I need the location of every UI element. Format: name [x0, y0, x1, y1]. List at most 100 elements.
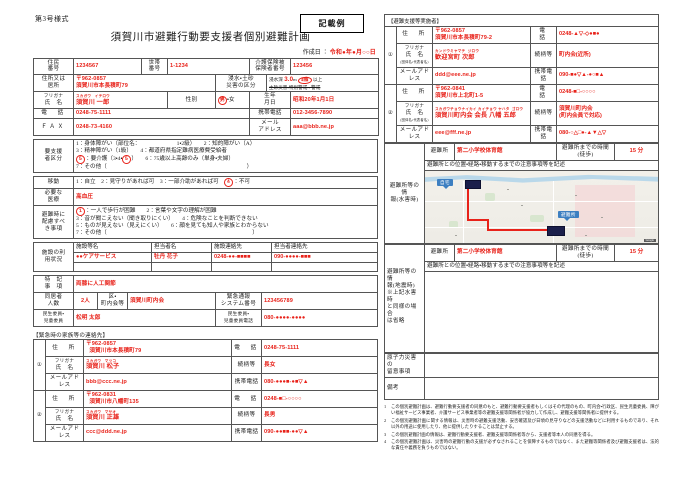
consideration-line-2: 3：音が聞こえない（聞き取りにくい） 4：危険なことを判断できない [76, 216, 258, 223]
welfare-commissioner-value: 松明 太郎 [73, 309, 216, 328]
home-callout: 自宅 [437, 178, 453, 190]
evacuation-route-map[interactable]: 自宅 避難所 Google [425, 170, 658, 243]
flood-depth-suffix: 以上 [313, 77, 323, 83]
table-row: ●●ケアサービス 牡丹 花子 0248-●●-■■■■ 090-●●●●-■■■ [34, 252, 378, 264]
mobility-table: 移動 1：自立 2：見守りがあれば可 3：一部介助があれば可 4：不可 必要な … [33, 176, 378, 240]
nuclear-value[interactable] [424, 352, 659, 378]
table-row: フリガナ 氏 名 スカガワ イチロウ 須賀川 一郎 性別 男・女 生年 月日 昭… [33, 91, 380, 110]
created-date-value: 令和●年●月○○日 [329, 50, 376, 56]
supporter-entry-no-1: ② [384, 83, 397, 143]
fax-value: 0248-73-4160 [73, 118, 250, 137]
supporter-entry-no-0: ① [384, 26, 397, 85]
supporter-mobile-value-1: 080-○△□●-▲▼△▽ [556, 124, 659, 143]
facility-person-tel-1 [271, 262, 378, 273]
family-address-label-1: 住 所 [45, 390, 84, 408]
created-date: 作成日 ： 令和●年●月○○日 [33, 47, 376, 56]
table-row: 避難所等の情 報(地震時) ※上記水害時 と同様の場合 は省略 避難所 第二小学… [384, 243, 659, 353]
route-segment-vertical-1 [467, 182, 470, 221]
special-notes-label: 特 記 事 項 [33, 275, 74, 294]
category-line-4: 7：その他（ ） [76, 164, 253, 171]
address-value: 〒962-0857 須賀川市本長積町79 [73, 74, 216, 93]
family-mail-value-1: ccc@ddd.ne.jp [83, 423, 232, 442]
table-row: フリガナ 氏 名 スカガワ マサオ 須賀川 正雄 続柄等 長男 [34, 407, 378, 425]
category-label: 要支援 者区分 [33, 139, 74, 174]
facility-person-tel-0: 090-●●●●-■■■ [271, 252, 378, 264]
facility-usage-table: 施設の利 用状況 施設等名 担当者名 施設連絡先 担当者連絡先 ●●ケアサービス… [33, 242, 378, 273]
family-contacts-table: ① 住 所 〒962-0857 須賀川市本長積町79 電 話 0248-75-1… [33, 339, 378, 442]
footnote-1-text: この個別避難計画は、避難行動要支援者の同意のもと、避難行動要支援者もしくはその代… [391, 403, 659, 415]
shelter-quake-table: 避難所等の情 報(地震時) ※上記水害時 と同様の場合 は省略 避難所 第二小学… [384, 243, 659, 353]
footnote-2: 2 この個別避難計画に関する情報は、災害時の避難支援活動、安否確認及び日頃の見守… [384, 418, 659, 430]
footnote-2-number: 2 [384, 417, 387, 423]
category-line-2: 3：精神障がい（1級） 4：都道府県指定難病医療費受給者 [76, 148, 228, 155]
footnote-1-number: 1 [384, 403, 387, 409]
supporter-tel-label-0: 電 話 [530, 26, 557, 44]
form-number: 第3号様式 [35, 15, 69, 23]
table-row: 必要な 医療 高血圧 [33, 188, 378, 207]
flood-depth-value: 3.0 [284, 76, 294, 84]
shelter-quake-time-value: 15 分 [614, 243, 659, 262]
footnote-3-number: 3 [384, 431, 387, 437]
family-mail-label-0: メールアドレス [45, 373, 84, 392]
facility-label: 施設の利 用状況 [33, 242, 74, 273]
supporter-address-value-1: 〒962-0841 須賀川市上北町1-5 [432, 83, 531, 102]
address-label: 住所又は 居所 [33, 74, 74, 93]
medical-value: 高血圧 [73, 188, 378, 207]
supporter-name-value-1: スカガワチョウナイカイ カイチョウ ヤハタ ゴロウ 須賀川町内会 会長 八幡 五… [432, 100, 531, 126]
map-park-2 [530, 214, 544, 222]
supporter-name-label-1: フリガナ 氏 名 (団体名・代表者名) [396, 100, 433, 126]
table-row: ① 住 所 〒962-0857 須賀川市本長積町79-2 電 話 0248-▲▽… [384, 26, 659, 85]
table-row [385, 270, 659, 353]
flood-struck-text: 土砂災害・特別警戒 ・ 警戒 [269, 84, 321, 90]
facility-header-person: 担当者名 [151, 242, 212, 254]
supporter-name-label-0: フリガナ 氏 名 (団体名・代表者名) [396, 42, 433, 68]
map-road-h2 [425, 226, 658, 228]
family-name-label-0: フリガナ 氏 名 [45, 356, 84, 375]
map-park-3 [449, 220, 458, 228]
table-row: メールアドレス eee@fff.ne.jp 携帯電話 080-○△□●-▲▼△▽ [385, 124, 659, 143]
consideration-line-3: 5：ものが見えない（見えにくい） 6：顔を見ても知人や家族とわからない [76, 223, 269, 230]
footnote-2-text: この個別避難計画に関する情報は、災害時の避難支援活動、安否確認及び日頃の見守りな… [391, 417, 659, 429]
map-river [425, 174, 658, 183]
shelter-quake-name-value: 第二小学校体育館 [454, 243, 557, 262]
table-row: 住所又は 居所 〒962-0857 須賀川市本長積町79 浸水・土砂 災害の区分… [33, 74, 380, 93]
emergency-system-label: 緊急通報 システム番号 [215, 292, 262, 311]
consideration-label: 避難時に 配慮すべ き事項 [33, 205, 74, 240]
consideration-line-1: 1：一人で歩行が困難 2：言葉や文字の理解が困難 [75, 206, 375, 217]
name-furigana: スカガワ イチロウ [76, 94, 110, 99]
birth-label: 生年 月日 [248, 91, 292, 110]
supporter-mail-label-1: メールアドレス [396, 124, 433, 143]
home-marker [465, 179, 481, 189]
table-row: 住民 番号 1234567 世帯 番号 1-1234 介護保険被 保険者番号 1… [33, 57, 380, 76]
tel-label: 電 話 [33, 108, 74, 120]
flood-depth-label: 浸水深 [269, 77, 283, 83]
map-road-h1 [425, 200, 658, 202]
table-row: 避難時に 配慮すべ き事項 1：一人で歩行が困難 2：言葉や文字の理解が困難 3… [33, 205, 378, 240]
supporter-mobile-label-1: 携帯電話 [530, 124, 557, 143]
supporter-address-value-0: 〒962-0857 須賀川市本長積町79-2 [432, 26, 531, 44]
table-row: フリガナ 氏 名 スカガワ マツコ 須賀川 松子 続柄等 長女 [34, 356, 378, 375]
district-value: 須賀川町内会 [127, 292, 216, 311]
resident-count-label: 同居者 人数 [33, 292, 74, 311]
welfare-tel-label: 民生委員・ 児童委員電話 [215, 309, 262, 328]
table-row: ① 住 所 〒962-0857 須賀川市本長積町79 電 話 0248-75-1… [33, 339, 378, 392]
shelter-quake-map-cell[interactable] [424, 270, 659, 353]
family-mail-value-0: bbb@ccc.ne.jp [83, 373, 232, 392]
welfare-tel-value: 080-●●●●-●●●● [261, 309, 378, 328]
remarks-value[interactable] [424, 376, 659, 400]
shelter-quake-time-label: 避難所までの時間 (徒歩) [556, 243, 615, 262]
special-notes-table: 特 記 事 項 両膝に人工関節 同居者 人数 2人 区・ 町内会等 須賀川町内会… [33, 275, 378, 328]
supporter-relation-label-0: 続柄等 [530, 42, 557, 68]
shelter-quake-name-label: 避難所 [424, 243, 455, 262]
resident-no-label: 住民 番号 [33, 57, 74, 76]
family-mobile-label-0: 携帯電話 [231, 373, 262, 392]
route-segment-horizontal-1 [467, 218, 489, 221]
gender-value: 男・女 [215, 91, 250, 110]
basic-info-table: 住民 番号 1234567 世帯 番号 1-1234 介護保険被 保険者番号 1… [33, 57, 380, 137]
family-name-value-1: スカガワ マサオ 須賀川 正雄 [83, 407, 232, 425]
supporter-tel-label-1: 電 話 [530, 83, 557, 102]
emergency-system-value: 123456789 [261, 292, 378, 311]
footnote-4-number: 4 [384, 439, 387, 445]
name-label: フリガナ 氏 名 [33, 91, 74, 110]
